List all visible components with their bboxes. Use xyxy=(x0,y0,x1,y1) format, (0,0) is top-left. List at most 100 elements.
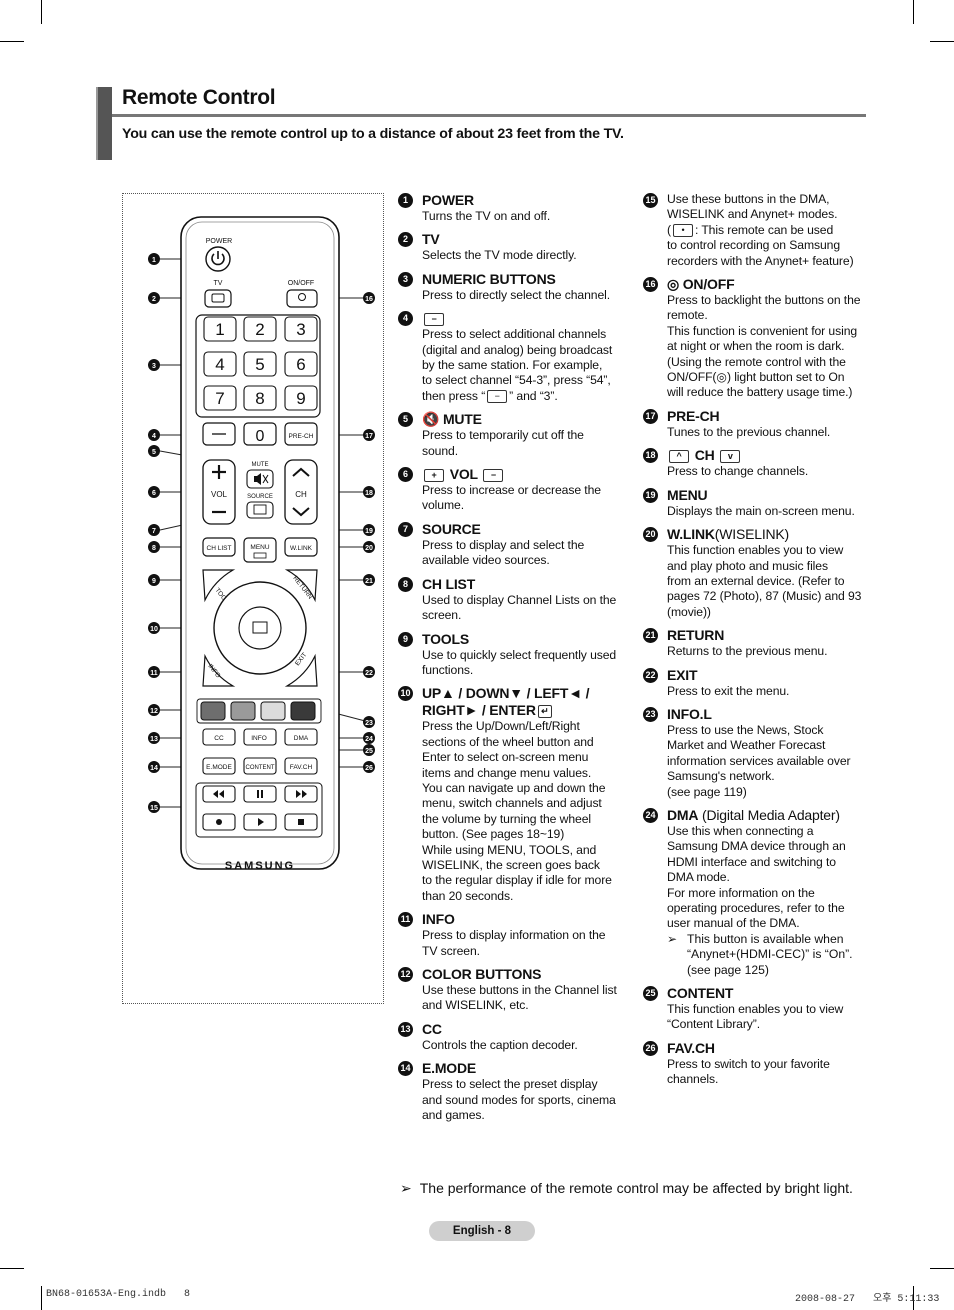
number-key: 3 xyxy=(296,320,305,339)
item-title-text: UP▲ / DOWN▼ / LEFT◄ / RIGHT► / ENTER xyxy=(422,685,590,719)
item-subnote: ➢This button is available when “Anynet+(… xyxy=(667,932,873,978)
crop-mark xyxy=(913,0,914,24)
callout-number: 13 xyxy=(150,736,158,743)
number-button xyxy=(203,316,237,342)
light-icon: ◎ xyxy=(716,370,727,385)
item-description-text: This function enables you to view and pl… xyxy=(667,543,862,619)
enter-button xyxy=(238,606,282,650)
item-title: EXIT xyxy=(667,667,873,684)
item-description: Tunes to the previous channel. xyxy=(667,425,873,440)
item-description: Use these buttons in the Channel list an… xyxy=(422,983,628,1014)
zero-key: 0 xyxy=(256,428,265,445)
item-title: − xyxy=(422,310,628,327)
item-title-text: CH xyxy=(694,447,715,464)
item-title: SOURCE xyxy=(422,521,628,538)
prech-button xyxy=(284,422,318,446)
record-key-icon: • xyxy=(672,224,693,238)
crop-mark xyxy=(0,1268,24,1269)
item-description-text: Press to display information on the TV s… xyxy=(422,928,606,958)
callout-marker xyxy=(148,574,160,586)
item-description-text: This function enables you to view “Conte… xyxy=(667,1002,844,1032)
vol-rocker xyxy=(202,459,236,525)
cc-label: CC xyxy=(214,735,224,742)
callout-number: 5 xyxy=(152,449,156,456)
source-button xyxy=(246,501,274,519)
brand-logo: SAMSUNG xyxy=(225,860,295,872)
ch-down-icon: v xyxy=(720,450,741,464)
content-label: CONTENT xyxy=(246,765,275,771)
item-number-badge: 25 xyxy=(643,986,658,1002)
item-title: CONTENT xyxy=(667,985,873,1002)
power-button-label: POWER xyxy=(206,238,232,245)
number-key: 5 xyxy=(255,355,264,374)
callout-marker xyxy=(148,704,160,716)
item-description: Selects the TV mode directly. xyxy=(422,248,628,263)
item-number-badge: 21 xyxy=(643,628,658,644)
item-description-text: ) light button set to On will reduce the… xyxy=(667,370,853,400)
item-title: ^ CH v xyxy=(667,447,873,464)
mute-icon xyxy=(254,473,261,485)
tools-button xyxy=(202,569,236,603)
vol-label: VOL xyxy=(211,490,228,499)
color-button xyxy=(230,701,256,721)
transport-frame xyxy=(195,782,323,838)
item-title-text: TOOLS xyxy=(422,630,469,647)
item-subnote-text: This button is available when “Anynet+(H… xyxy=(687,931,853,977)
emode-label: E.MODE xyxy=(206,764,232,771)
item-description-text: Returns to the previous menu. xyxy=(667,644,828,659)
callout-marker xyxy=(148,801,160,813)
dash-key-icon: − xyxy=(424,313,444,327)
item-number-badge: 17 xyxy=(643,408,658,424)
item-number-badge: 6 xyxy=(398,467,413,483)
item-description-text: Use this when connecting a Samsung DMA d… xyxy=(667,823,846,931)
callout-marker xyxy=(363,524,375,536)
zero-button xyxy=(243,422,277,446)
item-description: Press to increase or decrease the volume… xyxy=(422,483,628,514)
item-title: 🔇 MUTE xyxy=(422,411,628,428)
favch-label: FAV.CH xyxy=(290,764,313,771)
item-description: Press the Up/Down/Left/Right sections of… xyxy=(422,719,628,904)
callout-number: 8 xyxy=(152,545,156,552)
item-title-extra: (WISELINK) xyxy=(714,526,790,543)
item-description: Use this when connecting a Samsung DMA d… xyxy=(667,824,873,932)
chlist-label: CH LIST xyxy=(207,545,232,552)
callout-marker xyxy=(363,574,375,586)
item-description: Press to exit the menu. xyxy=(667,684,873,699)
item-description: Press to directly select the channel. xyxy=(422,288,628,303)
item-title: NUMERIC BUTTONS xyxy=(422,271,628,288)
callout-markers: 1234567891011121314151617181920212223242… xyxy=(148,253,375,813)
item-description-text: Press to display and select the availabl… xyxy=(422,537,585,568)
item-number-badge: 3 xyxy=(398,271,413,287)
info2-button xyxy=(243,728,277,746)
item-description-text: Press to change channels. xyxy=(667,464,809,479)
tv-button-label: TV xyxy=(214,280,223,287)
item-title-text: FAV.CH xyxy=(667,1039,715,1056)
item-description-text: Use to quickly select frequently used fu… xyxy=(422,647,617,677)
item-title: TV xyxy=(422,231,628,248)
callout-marker xyxy=(363,716,375,728)
item-number-badge: 4 xyxy=(398,311,413,327)
item-description: Press to display and select the availabl… xyxy=(422,538,628,569)
item-number-badge: 23 xyxy=(643,706,658,722)
callout-marker xyxy=(148,541,160,553)
content-button xyxy=(243,757,277,775)
number-key: 9 xyxy=(296,389,305,408)
item-title: ◎ ON/OFF xyxy=(667,276,873,293)
crop-mark xyxy=(41,0,42,24)
callout-marker xyxy=(363,541,375,553)
item-title: INFO.L xyxy=(667,706,873,723)
callout-marker xyxy=(148,732,160,744)
item-title-text: SOURCE xyxy=(422,520,481,537)
dma-label: DMA xyxy=(294,735,309,742)
stop-icon xyxy=(298,819,304,825)
item-title-text: RETURN xyxy=(667,627,725,644)
menu-button xyxy=(243,537,277,563)
item-title: UP▲ / DOWN▼ / LEFT◄ / RIGHT► / ENTER↵ xyxy=(422,685,628,719)
